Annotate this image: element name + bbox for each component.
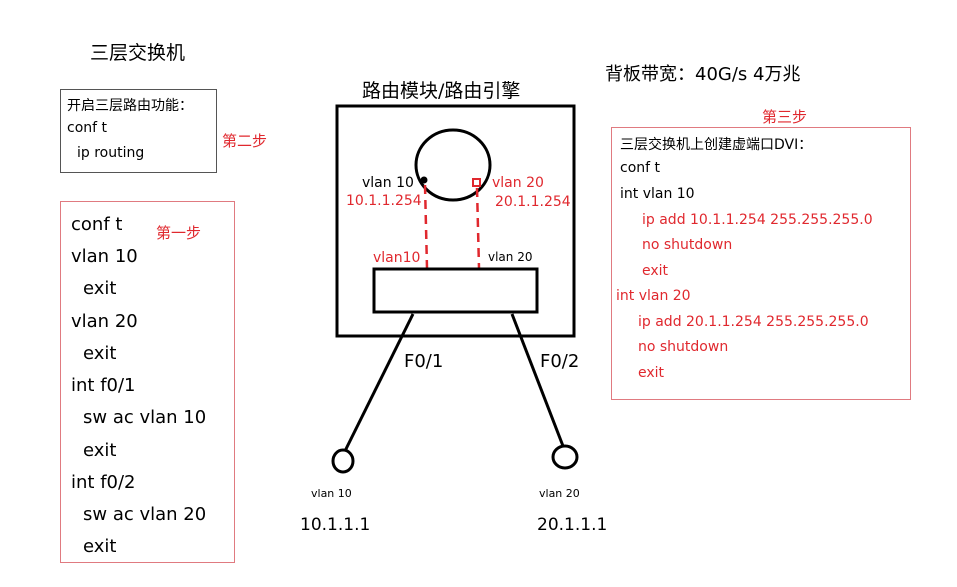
vlan20-interface-dot (472, 178, 481, 187)
step2-line: 开启三层路由功能： (67, 98, 193, 114)
host1-ip: 10.1.1.1 (300, 515, 371, 535)
vlan20-virtual-link (475, 187, 481, 269)
backplane-bandwidth: 背板带宽：40G/s 4万兆 (605, 64, 801, 85)
vlan10-virtual-link (423, 184, 429, 269)
step2-label: 第二步 (222, 132, 268, 150)
step1-line: exit (83, 440, 117, 461)
step3-line: ip add 10.1.1.254 255.255.255.0 (642, 212, 873, 228)
step1-line: int f0/1 (71, 375, 136, 396)
vlan10-interface-dot (420, 176, 428, 184)
step3-box: 三层交换机上创建虚端口DVI： conf t int vlan 10 ip ad… (611, 127, 911, 400)
port-f0-2-label: F0/2 (540, 351, 580, 372)
cable-f0-1 (343, 313, 415, 452)
host2-vlan-label: vlan 20 (539, 487, 580, 500)
host2-ip: 20.1.1.1 (537, 515, 608, 535)
switch-outline (335, 104, 576, 338)
step1-line: sw ac vlan 20 (83, 504, 207, 525)
vlan20-interface-ip: 20.1.1.254 (495, 194, 571, 210)
step3-line: ip add 20.1.1.254 255.255.255.0 (638, 314, 869, 330)
module-midpoint (450, 267, 454, 271)
step1-line: exit (83, 343, 117, 364)
host1-vlan-label: vlan 10 (311, 487, 352, 500)
step1-line: vlan 20 (71, 311, 138, 332)
step2-line: ip routing (77, 145, 145, 161)
step1-line: vlan 10 (71, 246, 138, 267)
host2-icon (551, 444, 579, 470)
step1-line: sw ac vlan 10 (83, 407, 207, 428)
step3-line: int vlan 20 (616, 288, 691, 304)
vlan10-interface-label: vlan 10 (362, 175, 414, 191)
step3-line: int vlan 10 (620, 186, 695, 202)
vlan20-interface-label: vlan 20 (492, 175, 544, 191)
host1-icon (331, 448, 355, 474)
step3-line: no shutdown (642, 237, 733, 253)
routing-engine-circle (414, 128, 492, 202)
vlan20-port-label: vlan 20 (488, 250, 533, 264)
cable-f0-2 (510, 313, 565, 447)
step3-line: no shutdown (638, 339, 729, 355)
step1-line: exit (83, 536, 117, 557)
step2-box: 开启三层路由功能： conf t ip routing (60, 89, 217, 173)
switching-module (372, 267, 539, 314)
step3-line: conf t (620, 160, 661, 176)
step3-line: exit (638, 365, 665, 381)
step2-line: conf t (67, 120, 108, 136)
step1-line: conf t (71, 214, 123, 235)
page-title: 三层交换机 (90, 42, 186, 64)
step1-line: exit (83, 278, 117, 299)
step1-line: int f0/2 (71, 472, 136, 493)
vlan10-port-label: vlan10 (373, 250, 421, 266)
step3-line: exit (642, 263, 669, 279)
routing-engine-title: 路由模块/路由引擎 (362, 80, 521, 102)
step3-label: 第三步 (762, 108, 808, 126)
port-f0-1-label: F0/1 (404, 351, 444, 372)
vlan10-interface-ip: 10.1.1.254 (346, 193, 422, 209)
step3-line: 三层交换机上创建虚端口DVI： (620, 137, 813, 153)
step1-label: 第一步 (156, 224, 202, 242)
step1-box: conf t vlan 10 exit vlan 20 exit int f0/… (60, 201, 235, 563)
